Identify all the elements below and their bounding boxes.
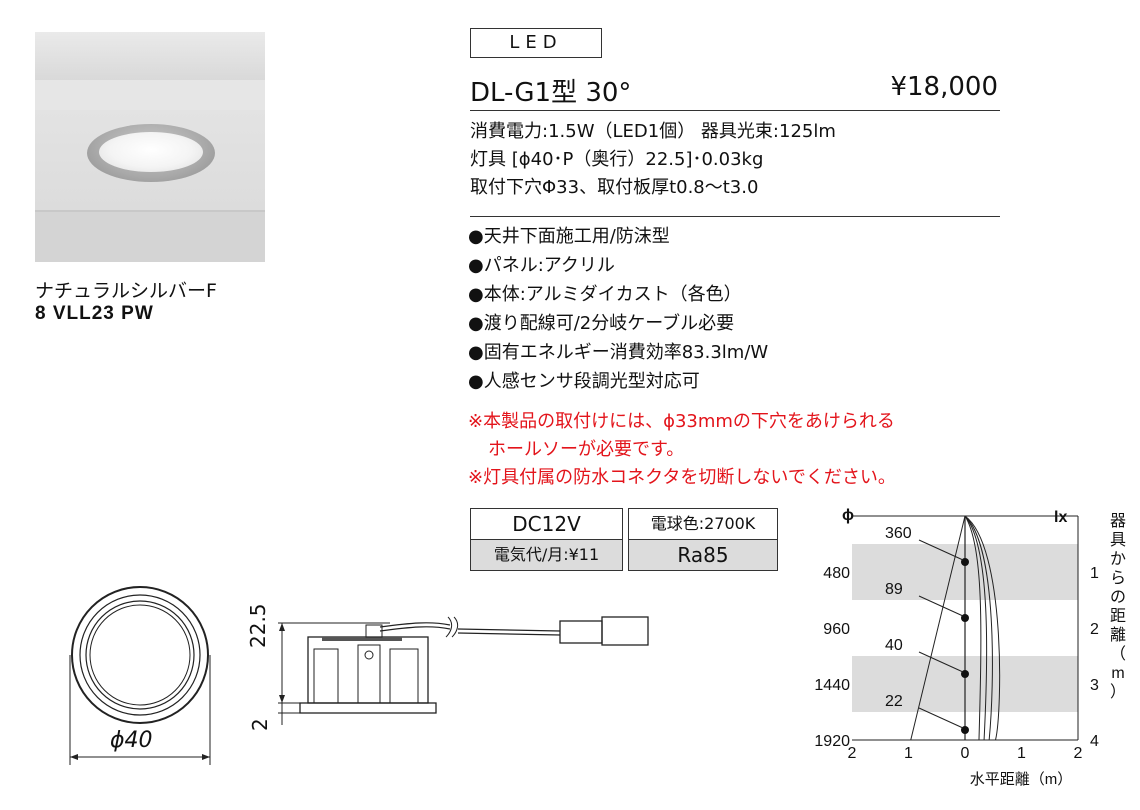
lx-symbol: lx (1054, 509, 1067, 526)
x-tick: 1 (904, 745, 913, 762)
lux-label: 360 (885, 525, 912, 542)
diameter-tick: 480 (823, 565, 850, 582)
note-line: ホールソーが必要です。 (488, 439, 685, 460)
x-tick: 2 (848, 745, 857, 762)
side-view-drawing (278, 616, 649, 725)
horizontal-distance-label: 水平距離（m） (970, 770, 1073, 788)
x-tick: 0 (961, 745, 970, 762)
notes: ※本製品の取付けには、ϕ33mmの下穴をあけられる ホールソーが必要です。 ※灯… (468, 408, 896, 492)
spec-block: 消費電力:1.5W（LED1個） 器具光束:125lm 灯具 [ϕ40･P（奥行… (470, 118, 836, 202)
spec-line: 灯具 [ϕ40･P（奥行）22.5]･0.03kg (470, 149, 764, 170)
spec-line: 消費電力:1.5W（LED1個） 器具光束:125lm (470, 121, 836, 142)
phi-symbol: ϕ (842, 507, 854, 524)
distance-label-char: ） (1110, 683, 1126, 701)
feature-item: ●渡り配線可/2分岐ケーブル必要 (468, 313, 735, 334)
diameter-label: ϕ40 (110, 728, 153, 753)
note-line: ※本製品の取付けには、ϕ33mmの下穴をあけられる (468, 411, 895, 432)
beam-edge (910, 515, 966, 741)
distance-label-char: か (1110, 551, 1126, 568)
spec-line: 取付下穴Φ33、取付板厚t0.8～t3.0 (470, 177, 759, 198)
divider (470, 110, 1000, 111)
feature-list: ●天井下面施工用/防沫型 ●パネル:アクリル ●本体:アルミダイカスト（各色） … (468, 222, 768, 396)
leader-line (918, 595, 964, 617)
illuminance-curve (964, 515, 982, 741)
illuminance-curve (964, 515, 1001, 741)
illuminance-curve (964, 515, 988, 741)
distance-label-char: 具 (1110, 532, 1126, 549)
height-label: 22.5 (246, 603, 270, 648)
distance-label-char: m (1111, 665, 1124, 682)
x-tick: 1 (1017, 745, 1026, 762)
led-badge: LED (470, 28, 602, 58)
lux-label: 22 (885, 693, 903, 710)
feature-item: ●本体:アルミダイカスト（各色） (468, 284, 742, 305)
lux-label: 89 (885, 581, 903, 598)
front-view-drawing (69, 586, 211, 765)
illuminance-curve (964, 515, 993, 741)
leader-line (918, 651, 964, 673)
diameter-tick: 960 (823, 621, 850, 638)
feature-item: ●天井下面施工用/防沫型 (468, 226, 670, 247)
voltage-cell: DC12V (470, 508, 623, 540)
diameter-tick: 1920 (814, 733, 850, 750)
distance-label-char: 器 (1110, 512, 1126, 530)
distance-tick: 2 (1090, 621, 1099, 638)
note-line: ※灯具付属の防水コネクタを切断しないでください。 (468, 467, 896, 488)
finish-name: ナチュラルシルバーF (35, 280, 217, 302)
leader-line (918, 707, 964, 729)
diameter-tick: 1440 (814, 677, 850, 694)
feature-item: ●固有エネルギー消費効率83.3lm/W (468, 342, 769, 363)
leader-line (918, 539, 964, 561)
distance-tick: 4 (1090, 733, 1099, 750)
distance-label-char: ら (1110, 570, 1126, 587)
ra-cell: Ra85 (628, 539, 778, 571)
finish-code: 8 VLL23 PW (35, 303, 154, 324)
distance-label-char: の (1110, 589, 1126, 606)
feature-item: ●パネル:アクリル (468, 255, 615, 276)
price: ¥18,000 (890, 72, 998, 102)
distance-label-char: 距 (1110, 607, 1126, 625)
distance-label-char: 離 (1110, 626, 1126, 644)
color-temp-cell: 電球色:2700K (628, 508, 778, 540)
electricity-cost-cell: 電気代/月:¥11 (470, 539, 623, 571)
fixture-lens (99, 132, 203, 172)
flange-label: 2 (248, 718, 272, 731)
lux-label: 40 (885, 637, 903, 654)
distance-label-char: （ (1110, 645, 1126, 663)
x-tick: 2 (1074, 745, 1083, 762)
divider (470, 216, 1000, 217)
model-name: DL-G1型 30° (470, 78, 632, 108)
feature-item: ●人感センサ段調光型対応可 (468, 371, 700, 392)
distance-tick: 1 (1090, 565, 1099, 582)
distance-tick: 3 (1090, 677, 1099, 694)
product-photo (35, 32, 265, 262)
